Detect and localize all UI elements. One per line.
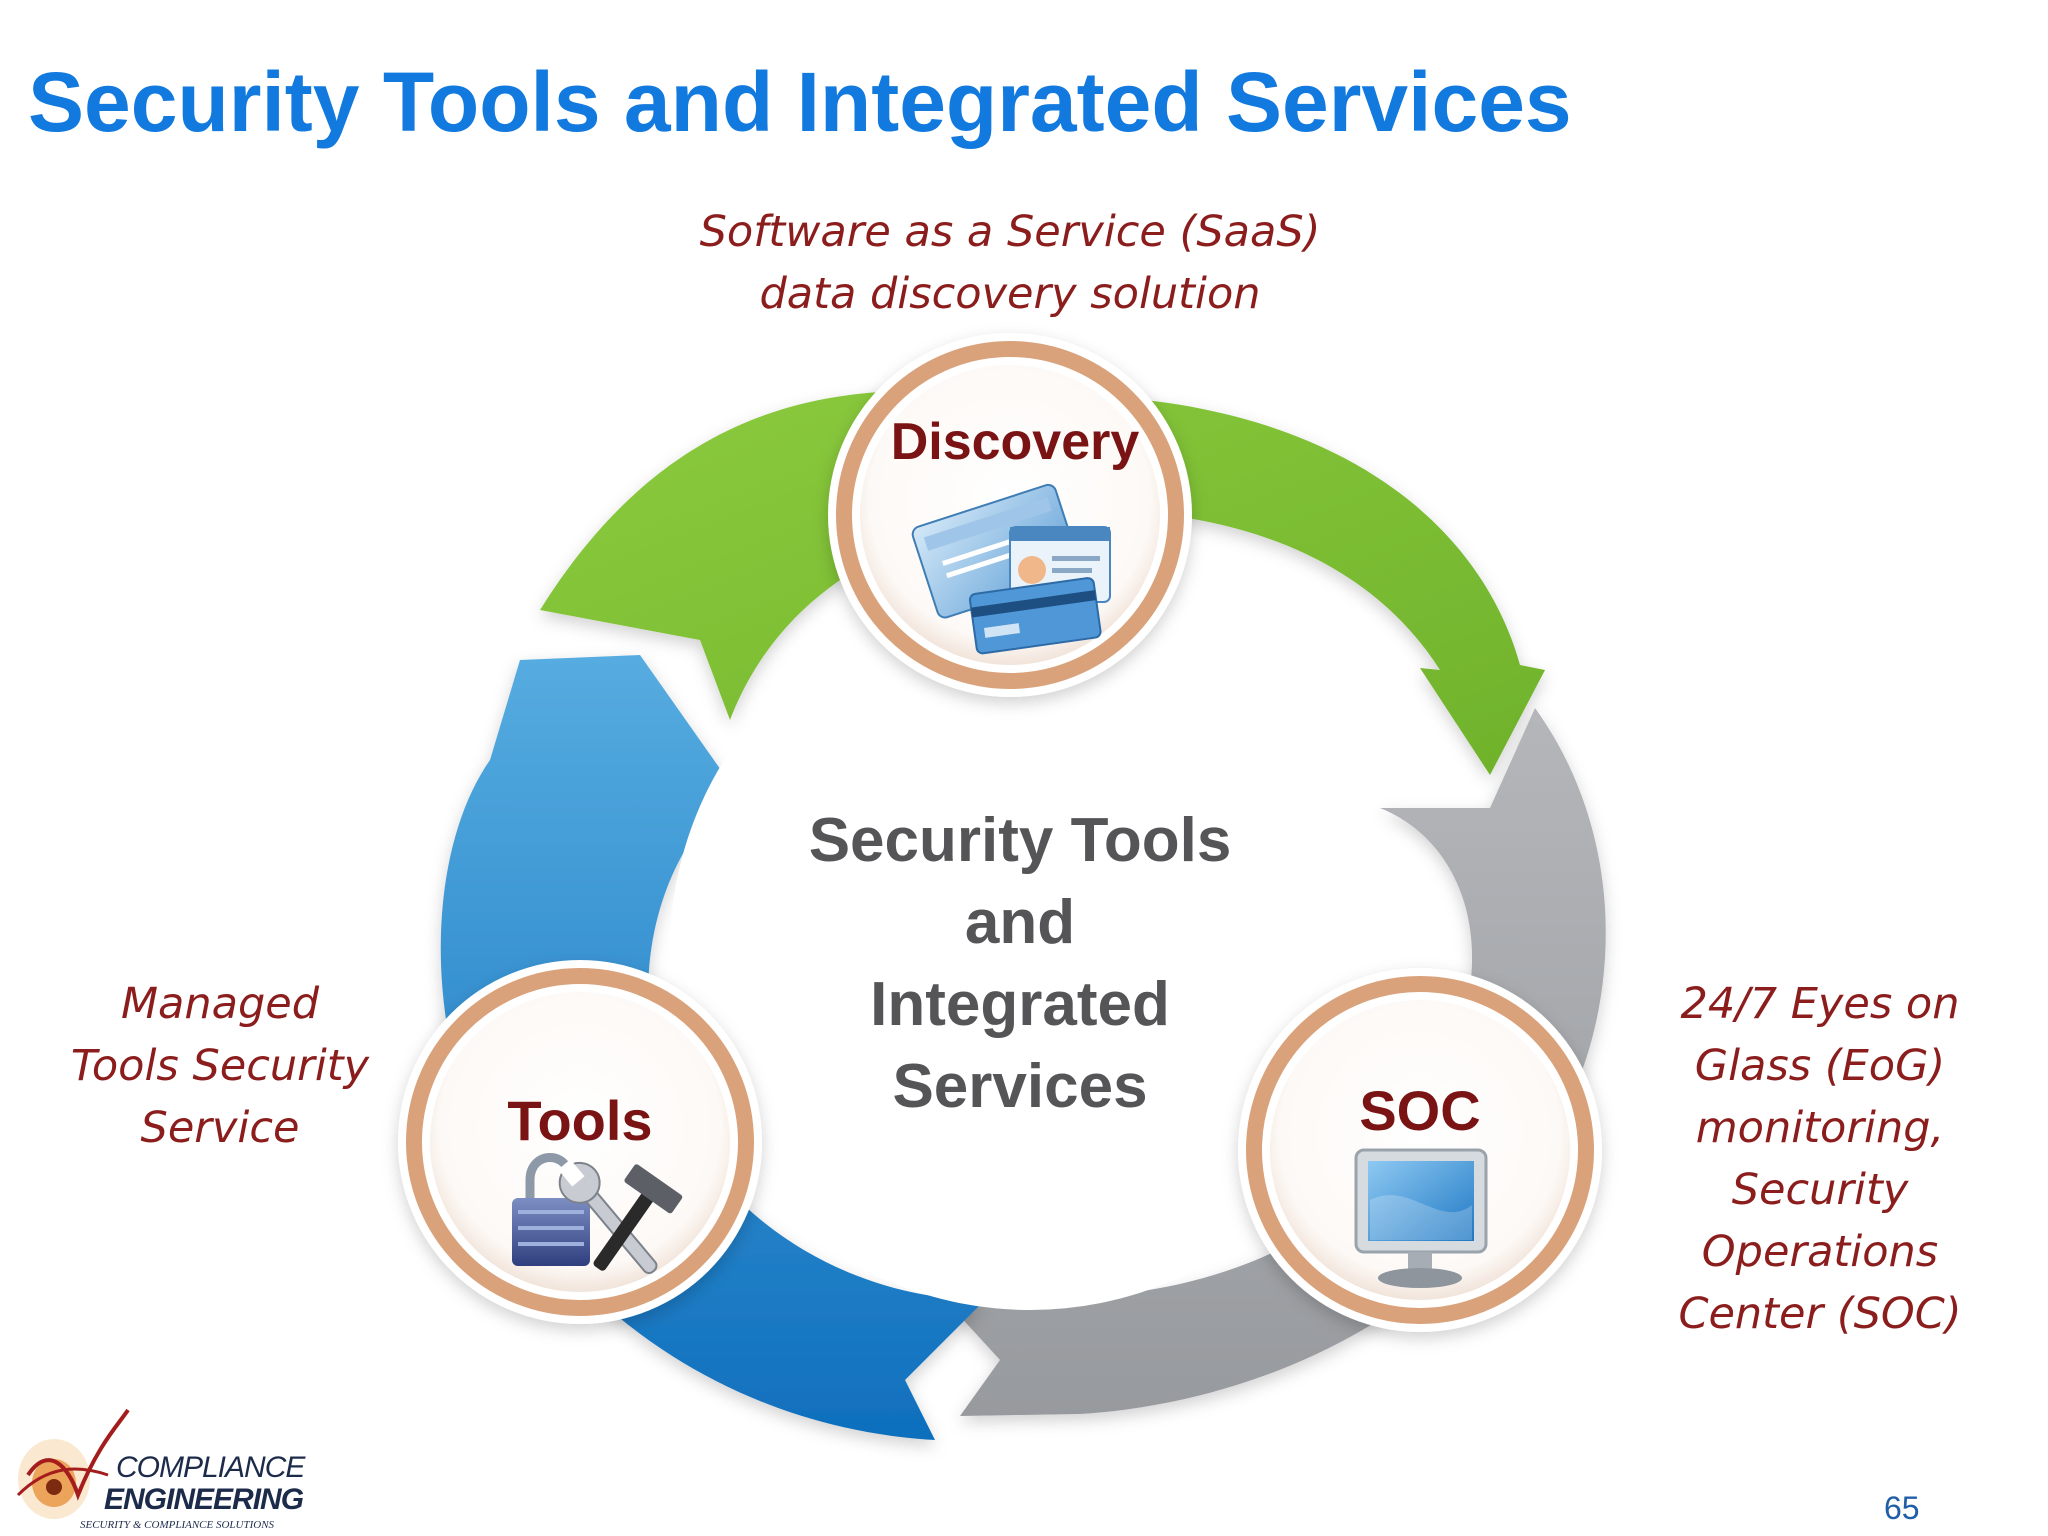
center-title-line: and <box>964 888 1076 957</box>
center-disc <box>670 590 1390 1310</box>
center-title-line: Security Tools <box>808 806 1232 875</box>
center-title-line: Services <box>892 1052 1148 1121</box>
slide-title: Security Tools and Integrated Services <box>28 55 1572 149</box>
callout-tools-line: Service <box>140 1103 300 1153</box>
node-label-tools: Tools <box>507 1089 653 1152</box>
computer-monitor-icon <box>1354 1148 1488 1288</box>
node-label-soc: SOC <box>1359 1079 1481 1142</box>
logo-tagline: SECURITY & COMPLIANCE SOLUTIONS <box>80 1519 275 1531</box>
callout-discovery: Software as a Service (SaaS) data discov… <box>650 201 1370 325</box>
node-tools <box>398 960 762 1324</box>
callout-soc: 24/7 Eyes on Glass (EoG) monitoring, Sec… <box>1635 973 2005 1345</box>
callout-soc-line: Center (SOC) <box>1678 1289 1962 1339</box>
callout-tools-line: Tools Security <box>70 1041 370 1091</box>
logo-mark <box>16 1408 130 1519</box>
company-logo: COMPLIANCE ENGINEERING SECURITY & COMPLI… <box>8 1405 305 1533</box>
callout-soc-line: Operations <box>1701 1227 1939 1277</box>
center-title: Security Tools and Integrated Services <box>740 800 1300 1128</box>
callout-tools-line: Managed <box>120 979 320 1029</box>
callout-discovery-line: Software as a Service (SaaS) <box>699 207 1321 257</box>
callout-soc-line: Glass (EoG) <box>1694 1041 1946 1091</box>
callout-soc-line: Security <box>1731 1165 1909 1215</box>
logo-text-line1: COMPLIANCE <box>116 1451 305 1484</box>
id-cards-icon <box>911 483 1111 655</box>
callout-tools: Managed Tools Security Service <box>40 973 400 1159</box>
arc-discovery-green <box>540 392 1545 775</box>
callout-soc-line: 24/7 Eyes on <box>1680 979 1960 1029</box>
padlock-wrench-hammer-icon <box>512 1153 683 1275</box>
page-number: 65 <box>1884 1490 1920 1526</box>
callout-discovery-line: data discovery solution <box>759 269 1261 319</box>
node-label-discovery: Discovery <box>890 413 1140 471</box>
center-title-line: Integrated <box>870 970 1170 1039</box>
logo-text-line2: ENGINEERING <box>104 1483 304 1516</box>
callout-soc-line: monitoring, <box>1695 1103 1945 1153</box>
